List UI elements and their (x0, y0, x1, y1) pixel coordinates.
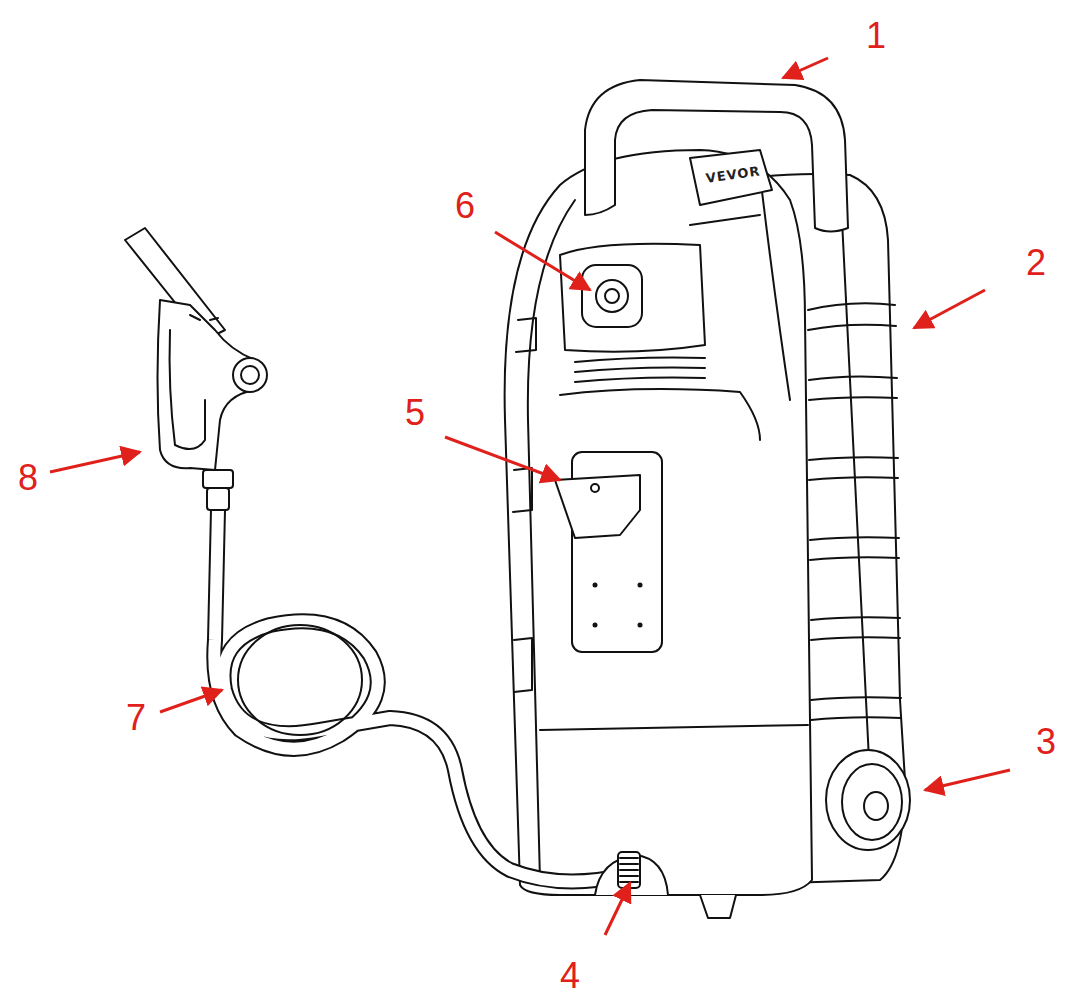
fuel-hose (214, 510, 625, 881)
filler-cap (582, 265, 642, 327)
outlet-fitting (595, 852, 668, 895)
carry-handle (585, 80, 848, 232)
callout-number: 2 (1026, 245, 1046, 281)
callout-number: 3 (1036, 724, 1056, 760)
tank-body (505, 150, 812, 895)
tank-edge-grooves (513, 200, 808, 880)
logo-plate (690, 150, 772, 205)
wheel (826, 750, 910, 850)
tank-ribs (760, 175, 901, 780)
cap-recess (560, 244, 705, 352)
bracket-hook (555, 475, 640, 538)
callout-number: 4 (560, 958, 580, 994)
callout-number: 6 (455, 188, 475, 224)
callout-arrows (50, 58, 1010, 935)
callout-number: 8 (18, 460, 38, 496)
callout-number: 1 (866, 18, 886, 54)
callout-number: 7 (126, 700, 146, 736)
fuel-nozzle (125, 228, 267, 510)
callout-number: 5 (405, 395, 425, 431)
vent-slits (560, 358, 760, 441)
